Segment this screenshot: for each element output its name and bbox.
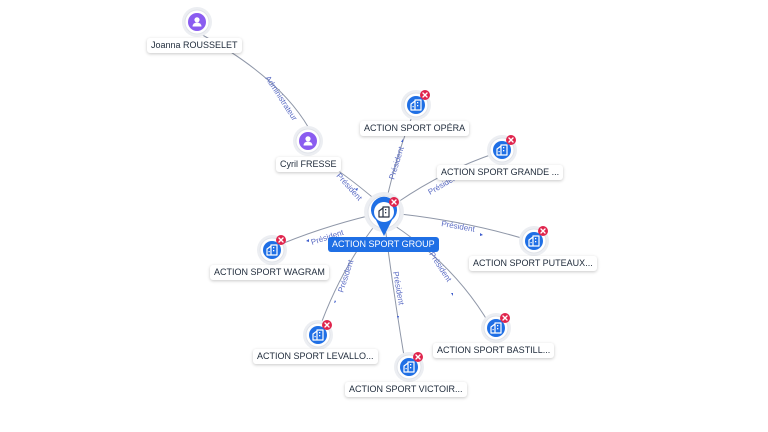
closed-badge-icon (538, 226, 548, 236)
closed-badge-icon (420, 90, 430, 100)
node-label-action-sport-wagram[interactable]: ACTION SPORT WAGRAM (210, 265, 329, 280)
edge-arrows (306, 139, 483, 319)
node-label-action-sport-grande[interactable]: ACTION SPORT GRANDE ... (437, 165, 564, 180)
node-action-sport-puteaux[interactable] (519, 226, 549, 256)
node-cyril-fresse[interactable] (293, 126, 323, 156)
node-label-action-sport-victoire[interactable]: ACTION SPORT VICTOIR... (345, 382, 467, 397)
arrow-cyril-group (355, 188, 358, 191)
arrow-group-wagram (306, 239, 309, 242)
edge-group-puteaux (399, 213, 529, 241)
closed-badge-icon (276, 235, 286, 245)
closed-badge-icon (506, 135, 516, 145)
arrow-group-opera (401, 139, 403, 142)
node-label-action-sport-levallois[interactable]: ACTION SPORT LEVALLO... (253, 349, 378, 364)
node-label-joanna-rousselet[interactable]: Joanna ROUSSELET (147, 38, 242, 53)
node-label-action-sport-group[interactable]: ACTION SPORT GROUP (328, 237, 439, 252)
node-joanna-rousselet[interactable] (182, 7, 212, 37)
node-action-sport-levallois[interactable] (303, 320, 333, 350)
edge-group-bastille (391, 223, 491, 326)
node-label-action-sport-opera[interactable]: ACTION SPORT OPÉRA (360, 121, 470, 136)
closed-badge-icon (322, 320, 332, 330)
edge-label-administrateur: Administrateur (263, 74, 299, 122)
node-action-sport-opera[interactable] (401, 90, 431, 120)
node-label-cyril-fresse[interactable]: Cyril FRESSE (276, 157, 341, 172)
node-action-sport-victoire[interactable] (394, 352, 424, 382)
arrow-group-bastille (451, 293, 453, 296)
edge-label-group-opera: Président (387, 145, 406, 181)
closed-badge-icon (389, 197, 399, 207)
node-label-action-sport-puteaux[interactable]: ACTION SPORT PUTEAUX... (469, 256, 597, 271)
arrow-group-victoire (397, 316, 399, 319)
node-action-sport-grande[interactable] (487, 135, 517, 165)
edge-label-group-puteaux: Président (441, 219, 477, 234)
node-action-sport-bastille[interactable] (481, 313, 511, 343)
edge-group-opera (386, 111, 415, 199)
edge-label-group-levallois: Président (336, 258, 355, 294)
node-label-action-sport-bastille[interactable]: ACTION SPORT BASTILL... (433, 343, 555, 358)
arrow-group-puteaux (480, 233, 483, 236)
edge-label-group-bastille: Président (427, 250, 453, 284)
closed-badge-icon (500, 313, 510, 323)
node-action-sport-group[interactable] (364, 192, 404, 236)
node-action-sport-wagram[interactable] (257, 235, 287, 265)
arrow-group-levallois (334, 300, 336, 303)
closed-badge-icon (413, 352, 423, 362)
edge-group-levallois (317, 223, 377, 333)
